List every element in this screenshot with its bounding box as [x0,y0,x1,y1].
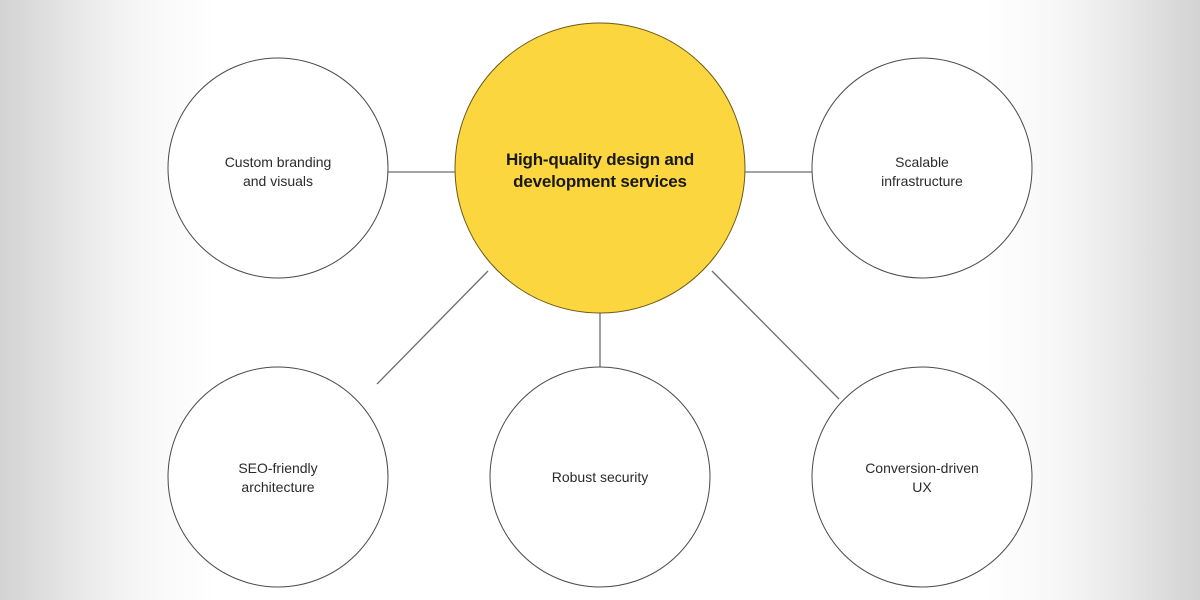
node-label-line2: architecture [241,479,314,495]
node-label-line1: Conversion-driven [865,460,979,476]
node-label-line1: Scalable [895,154,949,170]
connector-hub-to-seo-friendly-architecture [376,270,489,385]
node-label-line1: Custom branding [225,154,332,170]
hub-circle[interactable] [454,22,746,314]
node-label-line2: UX [912,479,932,495]
node-custom-branding-and-visuals[interactable]: Custom branding and visuals [167,57,389,279]
connector-hub-to-conversion-driven-ux [711,270,840,400]
node-label-line1: Robust security [552,469,648,485]
node-scalable-infrastructure[interactable]: Scalable infrastructure [811,57,1033,279]
node-robust-security[interactable]: Robust security [489,366,711,588]
node-label-line1: SEO-friendly [238,460,317,476]
node-circle[interactable] [167,366,389,588]
node-label-line2: and visuals [243,173,313,189]
node-seo-friendly-architecture[interactable]: SEO-friendly architecture [167,366,389,588]
node-circle[interactable] [167,57,389,279]
node-label-line2: infrastructure [881,173,963,189]
hub-label-line2: development services [513,172,687,191]
node-circle[interactable] [489,366,711,588]
node-conversion-driven-ux[interactable]: Conversion-driven UX [811,366,1033,588]
node-circle[interactable] [811,366,1033,588]
hub-label-line1: High-quality design and [506,150,694,169]
node-hub-high-quality-design[interactable]: High-quality design and development serv… [454,22,746,314]
connector-group [376,171,840,400]
node-circle[interactable] [811,57,1033,279]
